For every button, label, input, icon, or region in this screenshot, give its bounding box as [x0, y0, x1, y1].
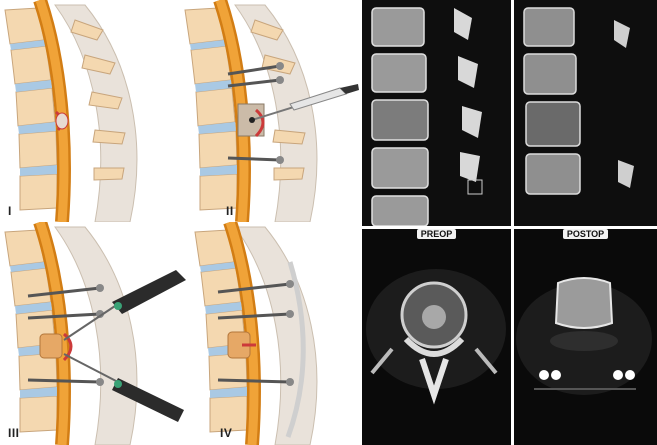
- ct-axial-postop-image: [514, 229, 657, 445]
- preop-label-text: PREOP: [417, 229, 457, 239]
- illustration-step-2: II: [180, 0, 360, 222]
- spine-diagram-step-2: [180, 0, 360, 222]
- ct-axial-preop: PREOP: [362, 229, 511, 445]
- postop-label: POSTOP: [514, 229, 657, 239]
- spine-diagram-step-3: [0, 222, 190, 445]
- ct-sagittal-postop: [514, 0, 657, 226]
- spine-diagram-step-4: [190, 222, 360, 445]
- postop-label-text: POSTOP: [563, 229, 608, 239]
- ct-sagittal-postop-image: [514, 0, 657, 226]
- step-label-i: I: [8, 204, 12, 218]
- step-label-iii: III: [8, 426, 20, 440]
- step-label-ii: II: [226, 204, 234, 218]
- step-label-iv: IV: [220, 426, 232, 440]
- illustration-step-1: I: [0, 0, 180, 222]
- illustration-step-4: IV: [190, 222, 360, 445]
- preop-label: PREOP: [362, 229, 511, 239]
- spine-diagram-step-1: [0, 0, 180, 222]
- ct-sagittal-preop: [362, 0, 511, 226]
- ct-axial-postop: POSTOP: [514, 229, 657, 445]
- ct-sagittal-preop-image: [362, 0, 511, 226]
- ct-axial-preop-image: [362, 229, 511, 445]
- illustration-step-3: III: [0, 222, 190, 445]
